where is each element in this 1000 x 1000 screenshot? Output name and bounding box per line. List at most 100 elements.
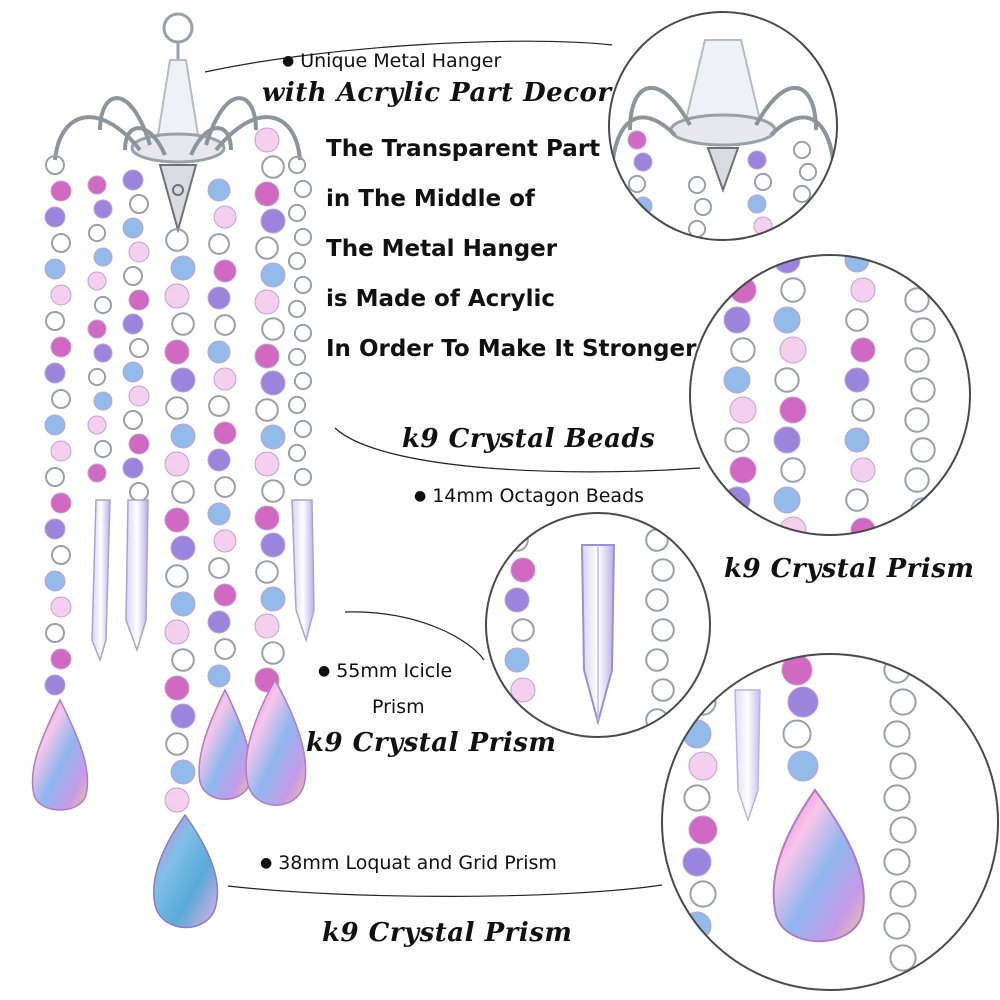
chain-ring (883, 720, 911, 748)
detail-circle-icicle (485, 512, 711, 738)
chain-ring (45, 623, 65, 643)
crystal-bead (50, 492, 72, 514)
chain-ring (904, 407, 930, 433)
crystal-bead (170, 367, 196, 393)
loquat-prism (245, 678, 307, 806)
chain-ring (645, 588, 669, 612)
chain-ring (287, 395, 307, 415)
chain-ring (293, 419, 313, 439)
chain-ring (214, 314, 236, 336)
chain-ring (87, 367, 107, 387)
chain-ring (693, 197, 713, 217)
leader-icicle (344, 611, 485, 661)
chain-ring (904, 467, 930, 493)
chain-ring (910, 317, 936, 343)
crystal-bead (164, 787, 190, 813)
crystal-bead (87, 463, 107, 483)
acrylic-part (156, 59, 200, 136)
crystal-bead (747, 194, 767, 214)
metal-hanger-arms (53, 96, 302, 161)
crystal-bead (87, 319, 107, 339)
chain-ring (287, 299, 307, 319)
chain-ring (208, 557, 230, 579)
crystal-bead (128, 385, 150, 407)
chain-ring (851, 398, 875, 422)
loquat-script-label: k9 Crystal Prism (322, 918, 573, 948)
beads-script-label: k9 Crystal Beads (402, 424, 656, 454)
loquat-prism (31, 698, 89, 811)
chain-ring (904, 527, 930, 535)
chain-ring (883, 784, 911, 812)
icicle-script-label: k9 Crystal Prism (306, 728, 557, 758)
chain-ring (724, 255, 750, 273)
detail-circle-hanger (608, 11, 838, 241)
crystal-bead (44, 414, 66, 436)
chain-ring (904, 347, 930, 373)
crystal-bead (213, 421, 237, 445)
chain-ring (883, 976, 911, 990)
chain-ring (792, 140, 812, 160)
crystal-bead (850, 337, 876, 363)
crystal-bead (213, 367, 237, 391)
sun-catcher-product (31, 12, 315, 929)
chain-ring (798, 162, 818, 182)
crystal-bead (87, 415, 107, 435)
chain-ring (910, 437, 936, 463)
acrylic-line-1: The Transparent Part (326, 136, 601, 162)
crystal-bead (213, 583, 237, 607)
chain-ring (293, 179, 313, 199)
crystal-bead (207, 502, 231, 526)
crystal-bead (627, 130, 647, 150)
crystal-bead (729, 276, 757, 304)
hanger-script-label: with Acrylic Part Decor (262, 78, 612, 108)
chain-ring (255, 560, 279, 584)
crystal-bead (87, 175, 107, 195)
chain-ring (51, 545, 71, 565)
chain-ring (165, 396, 189, 420)
icicle-prism (291, 499, 315, 643)
chain-ring (683, 784, 711, 812)
crystal-bead (260, 586, 286, 612)
chain-ring (129, 338, 149, 358)
crystal-bead (729, 456, 757, 484)
chain-ring (129, 482, 149, 502)
crystal-bead (260, 424, 286, 450)
acrylic-line-5: In Order To Make It Stronger (326, 336, 697, 362)
crystal-bead (164, 451, 190, 477)
chain-ring (293, 227, 313, 247)
crystal-bead (260, 532, 286, 558)
prism-right-label: k9 Crystal Prism (724, 554, 975, 584)
chain-ring (129, 194, 149, 214)
crystal-bead (164, 507, 190, 533)
top-ring (162, 12, 194, 44)
chain-ring (123, 266, 143, 286)
crystal-bead (510, 677, 536, 703)
crystal-bead (787, 686, 819, 718)
crystal-bead (44, 258, 66, 280)
crystal-bead (254, 451, 280, 477)
crystal-bead (87, 271, 107, 291)
crystal-bead (50, 180, 72, 202)
chain-ring (511, 618, 535, 642)
crystal-bead (254, 613, 280, 639)
crystal-bead (207, 664, 231, 688)
chain-ring (261, 155, 285, 179)
chain-ring (687, 175, 707, 195)
chain-ring (293, 323, 313, 343)
chain-ring (730, 517, 756, 535)
crystal-bead (254, 343, 280, 369)
chain-ring (910, 377, 936, 403)
crystal-bead (747, 150, 767, 170)
crystal-bead (682, 847, 712, 877)
chain-ring (171, 648, 195, 672)
crystal-bead (170, 255, 196, 281)
chain-ring (651, 558, 675, 582)
crystal-bead (170, 535, 196, 561)
crystal-bead (207, 610, 231, 634)
crystal-bead (93, 199, 113, 219)
chain-ring (51, 233, 71, 253)
crystal-bead (844, 427, 870, 453)
beads-bullet-label: 14mm Octagon Beads (414, 485, 644, 507)
chain-ring (889, 752, 917, 780)
